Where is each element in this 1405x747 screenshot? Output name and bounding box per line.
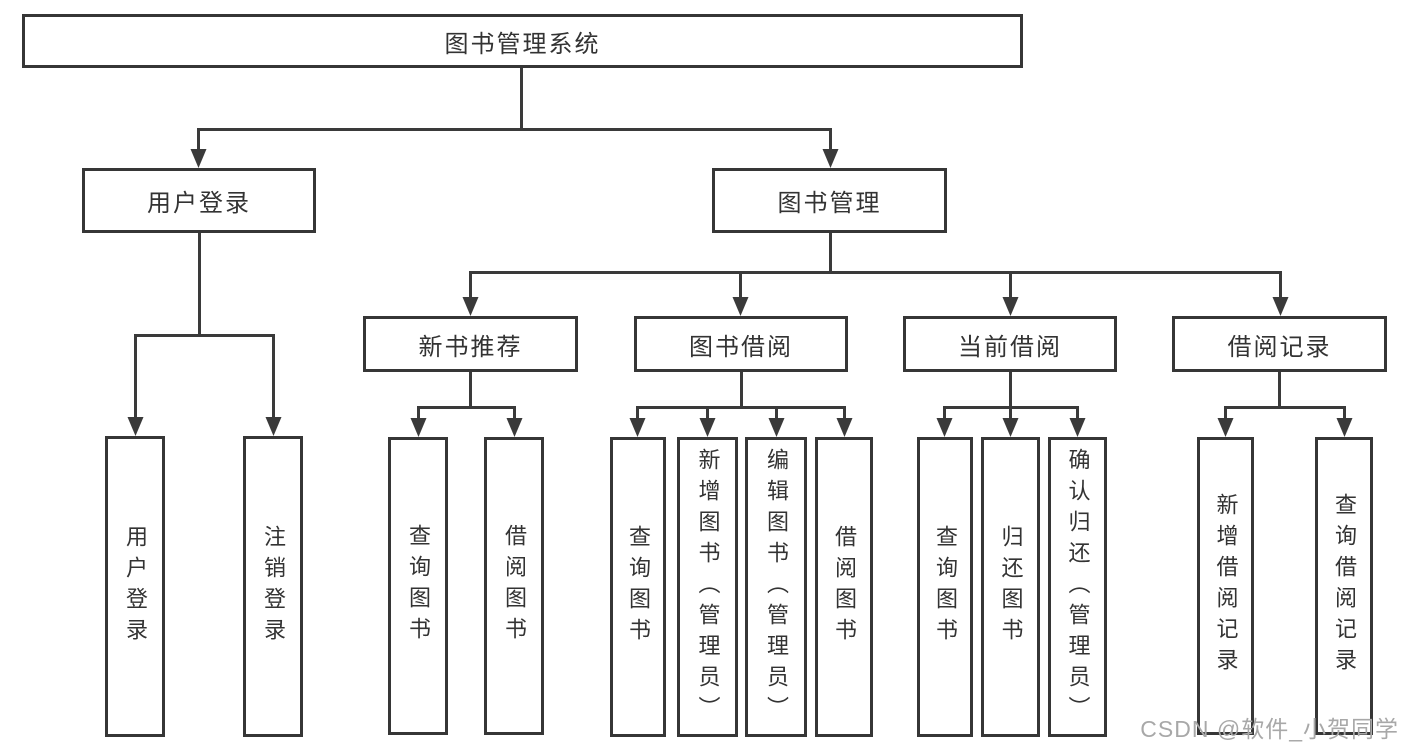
node-label: 查询图书 xyxy=(933,525,958,649)
connector-arrowhead xyxy=(1272,297,1289,316)
connector-line xyxy=(197,128,832,151)
connector-arrowhead xyxy=(462,297,479,316)
node-label: 当前借阅 xyxy=(958,333,1062,361)
csdn-watermark: CSDN @软件_小贺同学 xyxy=(1140,716,1399,742)
connector-arrowhead xyxy=(506,418,523,437)
connector-arrowhead xyxy=(768,418,785,437)
node-label: 图书管理系统 xyxy=(444,30,601,58)
connector-arrowhead xyxy=(822,149,839,168)
node-book-borrowing: 图书借阅 xyxy=(634,316,848,372)
node-label: 编辑图书（管理员） xyxy=(764,447,789,727)
node-label: 用户登录 xyxy=(123,524,148,649)
node-label: 图书借阅 xyxy=(689,333,793,361)
node-new-book-recommend: 新书推荐 xyxy=(363,316,578,372)
node-label: 查询图书 xyxy=(406,524,431,648)
node-label: 用户登录 xyxy=(147,190,251,217)
node-label: 确认归还（管理员） xyxy=(1065,447,1091,727)
leaf-logout: 注销登录 xyxy=(243,436,303,737)
leaf-borrow-books-recommend: 借阅图书 xyxy=(484,437,544,735)
connector-arrowhead xyxy=(1217,418,1234,437)
node-label: 借阅图书 xyxy=(502,524,527,648)
leaf-add-books-admin: 新增图书（管理员） xyxy=(677,437,738,737)
leaf-query-books-borrowing: 查询图书 xyxy=(610,437,666,737)
leaf-query-borrow-record: 查询借阅记录 xyxy=(1315,437,1373,735)
connector-arrowhead xyxy=(1002,297,1019,316)
node-label: 借阅记录 xyxy=(1227,333,1332,361)
connector-arrowhead xyxy=(629,418,646,437)
leaf-query-books-current: 查询图书 xyxy=(917,437,973,737)
node-label: 图书管理 xyxy=(777,190,882,217)
node-label: 归还图书 xyxy=(998,525,1024,649)
node-label: 借阅图书 xyxy=(832,525,857,649)
node-borrowing-records: 借阅记录 xyxy=(1172,316,1387,372)
leaf-query-books-recommend: 查询图书 xyxy=(388,437,448,735)
connector-arrowhead xyxy=(265,417,282,436)
connector-line xyxy=(469,271,1282,298)
node-label: 新增图书（管理员） xyxy=(695,447,721,727)
connector-arrowhead xyxy=(936,418,953,437)
leaf-edit-books-admin: 编辑图书（管理员） xyxy=(745,437,807,737)
connector-line xyxy=(636,406,846,419)
connector-arrowhead xyxy=(732,297,749,316)
node-user-login: 用户登录 xyxy=(82,168,316,233)
connector-arrowhead xyxy=(699,418,716,437)
connector-line xyxy=(134,334,275,418)
connector-line xyxy=(417,406,516,419)
node-label: 查询借阅记录 xyxy=(1332,493,1357,679)
connector-arrowhead xyxy=(127,417,144,436)
leaf-borrow-books-borrowing: 借阅图书 xyxy=(815,437,873,737)
leaf-confirm-return-admin: 确认归还（管理员） xyxy=(1048,437,1107,737)
leaf-add-borrow-record: 新增借阅记录 xyxy=(1197,437,1254,735)
node-label: 查询图书 xyxy=(626,525,651,649)
node-label: 注销登录 xyxy=(261,524,286,649)
node-library-management-system: 图书管理系统 xyxy=(22,14,1023,68)
connector-line xyxy=(1224,406,1346,419)
node-label: 新书推荐 xyxy=(418,333,523,361)
leaf-return-books: 归还图书 xyxy=(981,437,1040,737)
node-current-borrowing: 当前借阅 xyxy=(903,316,1117,372)
connector-arrowhead xyxy=(836,418,853,437)
node-book-management: 图书管理 xyxy=(712,168,947,233)
connector-arrowhead xyxy=(190,149,207,168)
connector-arrowhead xyxy=(410,418,427,437)
leaf-user-login: 用户登录 xyxy=(105,436,165,737)
connector-arrowhead xyxy=(1069,418,1086,437)
node-label: 新增借阅记录 xyxy=(1213,493,1239,679)
connector-arrowhead xyxy=(1336,418,1353,437)
connector-arrowhead xyxy=(1002,418,1019,437)
